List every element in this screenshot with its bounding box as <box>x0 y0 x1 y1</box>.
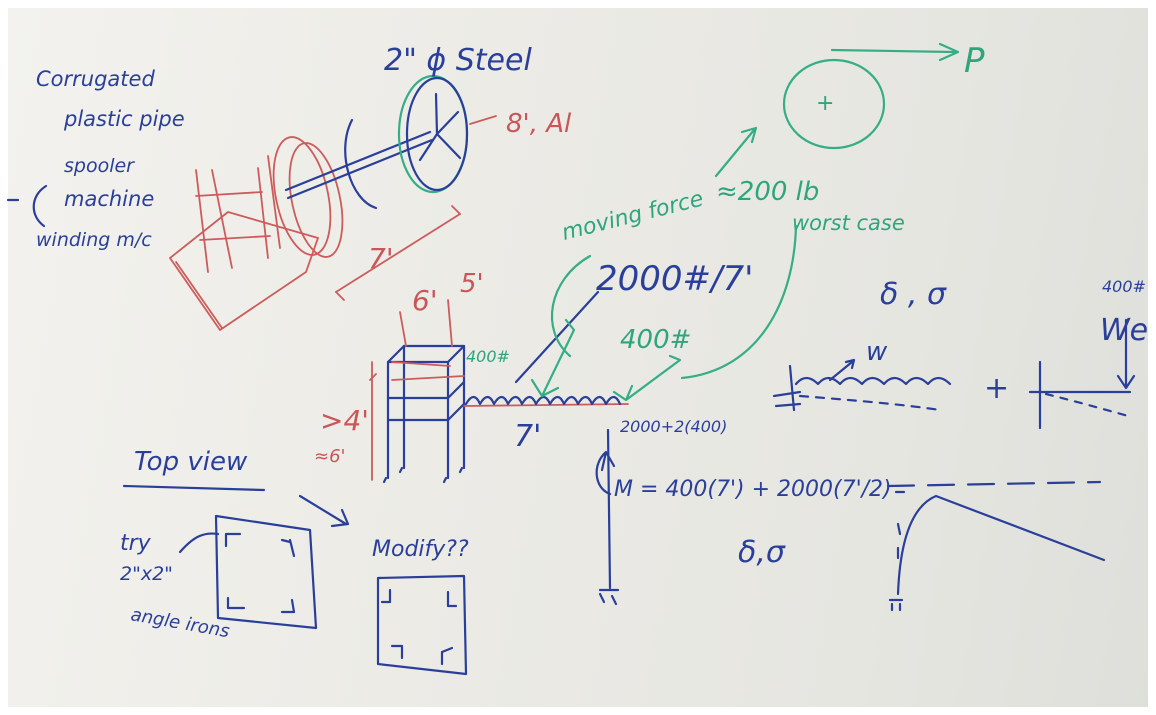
label-delta-sigma-top: δ , σ <box>880 277 947 312</box>
frame-labels: 6' 5' 400# >4' ≈6' <box>314 269 510 467</box>
label-modify: Modify?? <box>372 537 469 562</box>
label-center-plus: + <box>816 91 834 116</box>
label-delta-sigma: δ,σ <box>738 535 786 570</box>
label-try: try <box>120 531 152 556</box>
label-worst-case: worst case <box>792 211 905 235</box>
label-six-ft: 6' <box>412 284 438 317</box>
label-steel: 2" ϕ Steel <box>384 43 532 78</box>
label-400-point: 400# <box>620 325 691 355</box>
label-load-distributed: 2000#/7' <box>596 259 753 299</box>
label-400-right: 400# <box>1102 277 1146 296</box>
label-plus: + <box>984 371 1009 406</box>
spooler-machine-sketch <box>169 136 461 331</box>
label-top-view: Top view <box>134 447 248 477</box>
label-height: >4' <box>320 404 369 437</box>
moment-calc: 2000+2(400) M = 400(7') + 2000(7'/2) δ,σ… <box>595 277 947 606</box>
label-span-7ft: 7' <box>514 419 541 454</box>
label-400-top: 400# <box>466 347 510 366</box>
label-angle-irons: angle irons <box>129 604 231 642</box>
label-size: 2"x2" <box>120 563 173 585</box>
beam-superposition: w + 400# We <box>772 277 1148 430</box>
frame-sketch <box>369 299 466 484</box>
label-we: We <box>1100 313 1148 348</box>
load-beam: 2000#/7' 400# 7' <box>463 254 753 454</box>
spool-reel <box>284 74 497 210</box>
label-spooler: spooler <box>64 155 135 177</box>
label-seven-ft-spool: 7' <box>368 242 394 275</box>
label-five-ft: 5' <box>460 269 484 299</box>
label-approx-200lb: ≈200 lb <box>716 177 819 207</box>
worst-case-arrow <box>680 224 798 380</box>
label-w: w <box>866 337 888 367</box>
label-height-approx: ≈6' <box>314 446 345 467</box>
top-view-section: Top view try 2"x2" angle irons Modify?? <box>120 447 469 676</box>
label-reaction: 2000+2(400) <box>620 417 727 436</box>
deflection-curve <box>886 480 1106 612</box>
brace-stroke <box>32 184 48 228</box>
label-moving-force: moving force <box>559 187 706 246</box>
label-plastic-pipe: plastic pipe <box>63 107 185 131</box>
label-corrugated: Corrugated <box>36 67 155 91</box>
label-winding: winding m/c <box>36 229 152 251</box>
spool-labels: Corrugated plastic pipe spooler machine … <box>6 43 572 275</box>
label-moment-eq: M = 400(7') + 2000(7'/2) <box>614 477 892 502</box>
label-p: P <box>964 41 985 81</box>
label-machine: machine <box>64 187 154 211</box>
label-al: 8', Al <box>506 109 572 139</box>
